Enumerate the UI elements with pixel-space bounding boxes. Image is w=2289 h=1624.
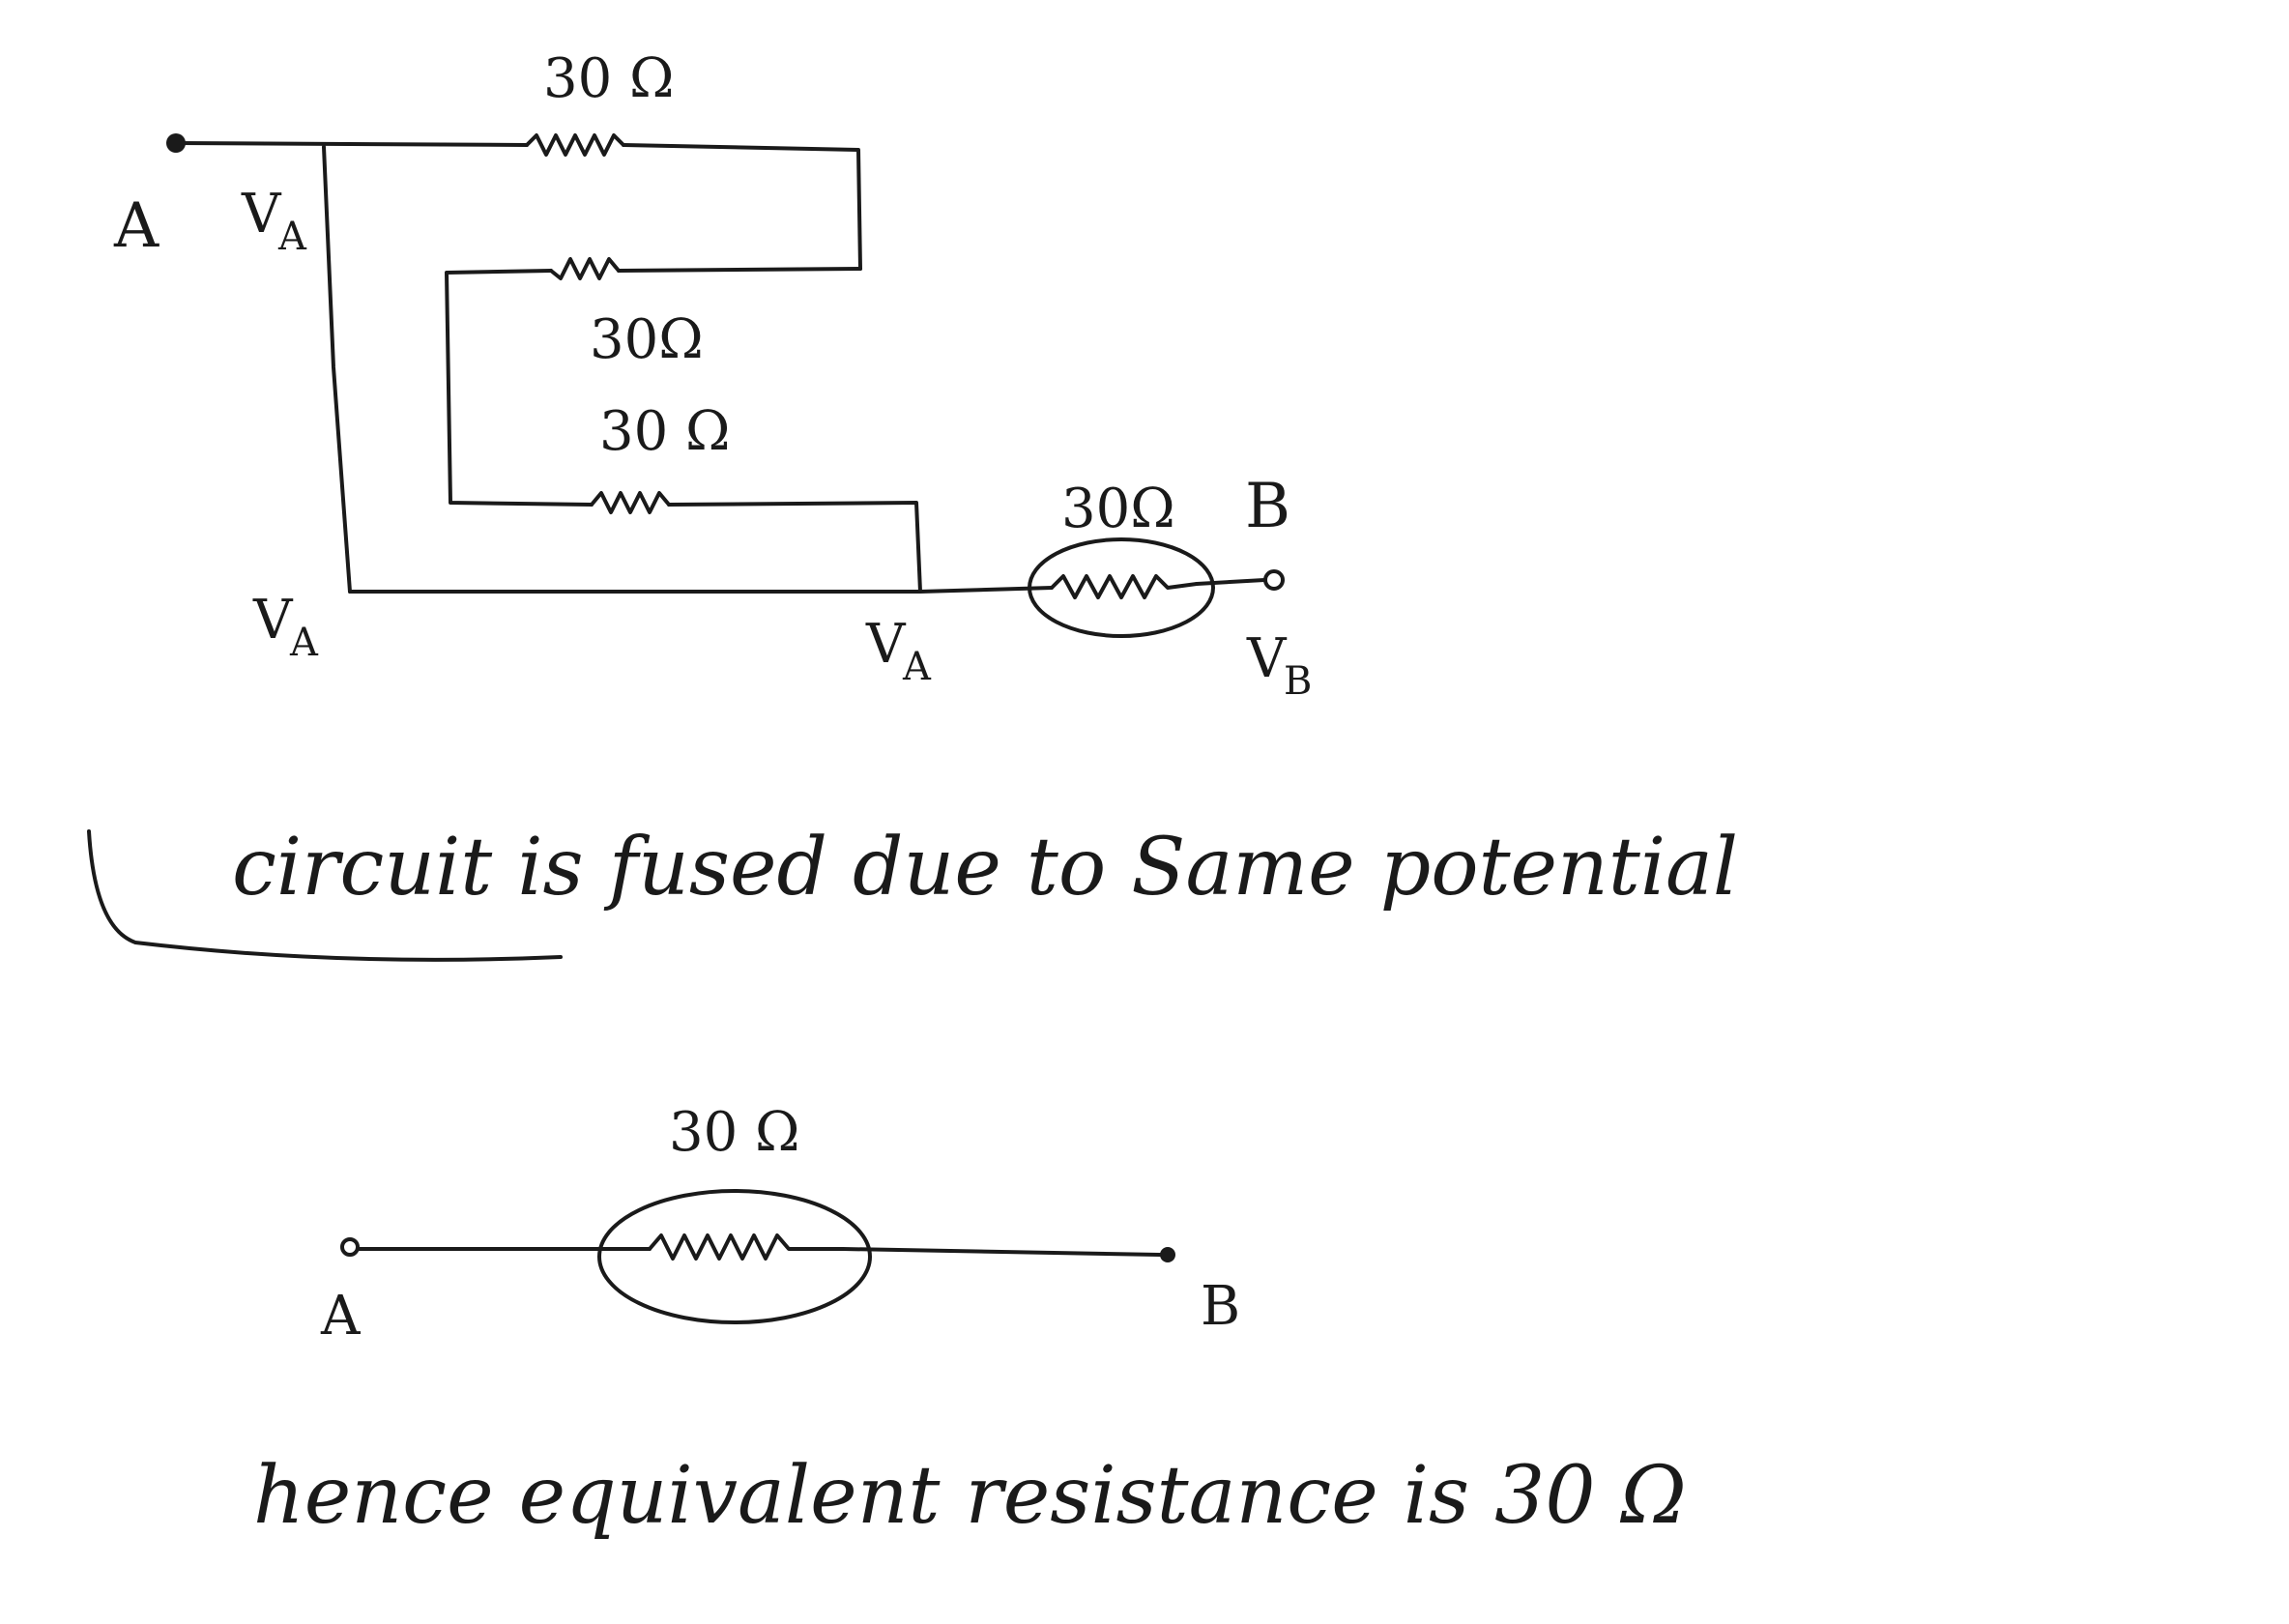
svg-text:V: V <box>252 589 294 652</box>
bottom-wire-right <box>841 1247 1162 1257</box>
bottom-resistor-highlight <box>597 1189 872 1324</box>
svg-text:A: A <box>277 215 307 259</box>
svg-text:A: A <box>289 621 319 665</box>
bottom-label-terminal-b: B <box>1201 1275 1240 1338</box>
wire-bottom <box>348 586 1054 594</box>
svg-text:V: V <box>865 613 907 676</box>
explanation-bracket <box>87 829 563 962</box>
bottom-circuit: 30 Ω A B <box>320 1101 1240 1348</box>
wire-to-b <box>1195 578 1266 586</box>
terminal-b-dot <box>1263 569 1285 591</box>
explanation-block: circuit is fused due to Same potential <box>87 822 1738 962</box>
svg-text:V: V <box>1246 627 1288 690</box>
resistor-top-symbol <box>525 133 625 157</box>
bottom-label-resistor: 30 Ω <box>669 1101 800 1164</box>
label-vb: V B <box>1246 627 1312 704</box>
resistor-mid-lower-symbol <box>590 491 671 514</box>
top-circuit: A B 30 Ω 30Ω 30 Ω 30Ω V A V A V A V B <box>113 47 1312 704</box>
bottom-label-terminal-a: A <box>320 1285 361 1348</box>
series-resistor-highlight <box>1028 537 1215 638</box>
label-va-top: V A <box>241 183 307 259</box>
resistor-mid-upper-symbol <box>549 257 621 280</box>
svg-text:V: V <box>241 183 282 246</box>
explanation-text: circuit is fused due to Same potential <box>232 822 1738 914</box>
svg-text:A: A <box>902 645 932 689</box>
conclusion-text: hence equivalent resistance is 30 Ω <box>253 1450 1687 1542</box>
svg-text:B: B <box>1284 659 1312 704</box>
resistor-series-symbol <box>1050 574 1199 599</box>
label-resistor-series: 30Ω <box>1061 478 1175 540</box>
wire-inner-left <box>445 269 594 507</box>
label-va-right: V A <box>865 613 932 689</box>
label-resistor-top: 30 Ω <box>543 47 675 110</box>
wire-upper-mid-right <box>617 267 862 273</box>
wire-top-right <box>622 143 862 271</box>
wire-lower-mid-right <box>667 501 922 594</box>
bottom-resistor-symbol <box>648 1233 845 1261</box>
label-resistor-mid-upper: 30Ω <box>590 308 704 371</box>
bottom-terminal-b-dot <box>1160 1247 1175 1262</box>
label-terminal-a: A <box>113 190 159 262</box>
label-resistor-mid-lower: 30 Ω <box>599 400 731 463</box>
wire-top-left <box>174 141 529 147</box>
bottom-terminal-a-dot <box>340 1237 360 1257</box>
label-terminal-b: B <box>1245 471 1290 542</box>
label-va-left: V A <box>252 589 319 665</box>
wire-outer-left <box>322 145 352 594</box>
